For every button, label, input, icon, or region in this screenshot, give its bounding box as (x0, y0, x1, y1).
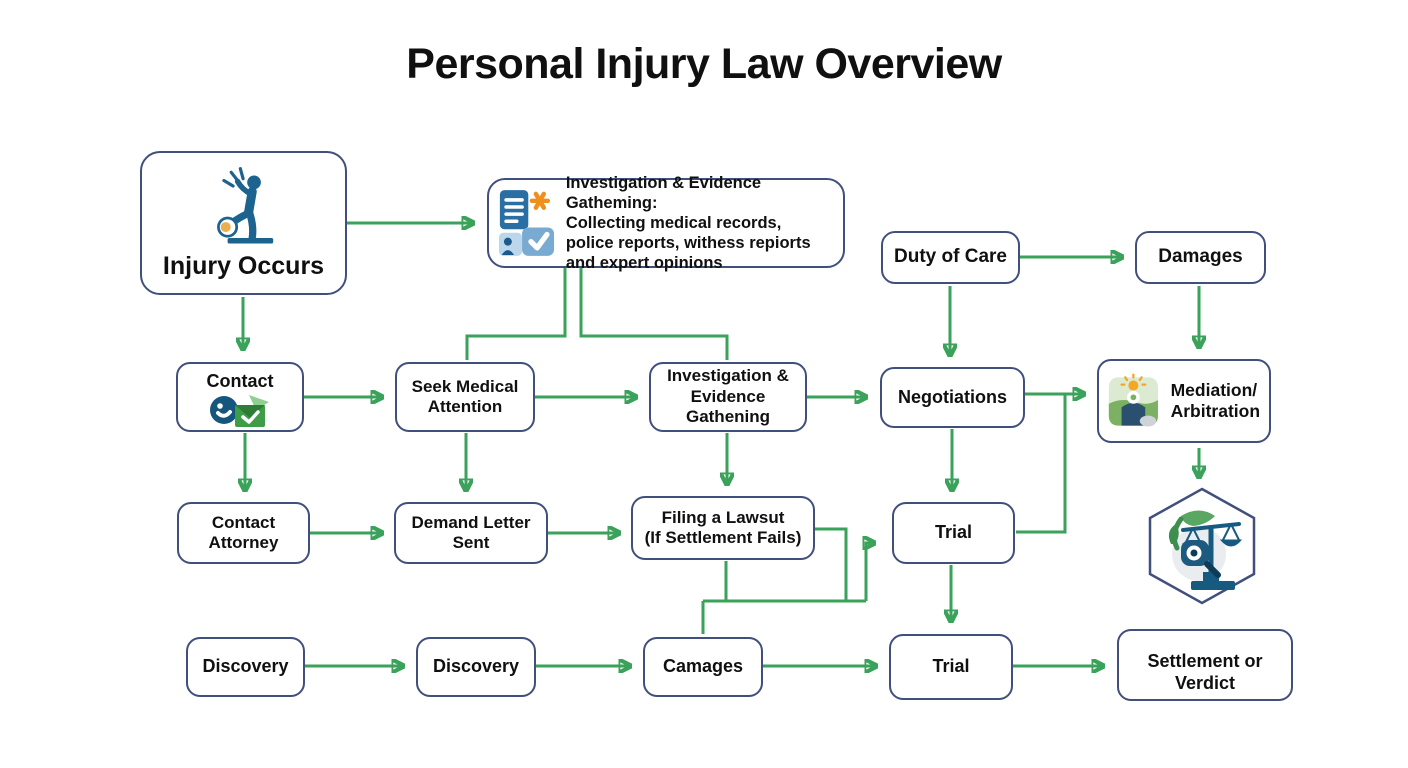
node-label: Camages (662, 656, 744, 677)
note-line: and expert opinions (565, 254, 723, 273)
node-label: Filing a Lawsut(If Settlement Fails) (644, 507, 802, 547)
node-filing-lawsuit: Filing a Lawsut(If Settlement Fails) (631, 496, 815, 560)
node-label: Duty of Care (894, 246, 1007, 268)
node-camages: Camages (643, 637, 763, 697)
node-mediation-arbitration: Mediation/Arbitration (1097, 359, 1271, 443)
node-label: Contact Attorney (208, 512, 279, 552)
node-negotiations: Negotiations (880, 367, 1025, 428)
connector (465, 268, 567, 360)
node-scales-hexagon (1147, 486, 1257, 611)
note-line: police reports, withess repiorts (565, 234, 811, 253)
node-label: Trial (932, 656, 970, 677)
scales-of-justice-icon (1148, 487, 1256, 605)
node-label: Contact (206, 371, 274, 392)
contact-icons (210, 394, 269, 427)
phone-icon (210, 395, 238, 424)
note-line: Collecting medical records, (565, 213, 782, 232)
node-label: Damages (1158, 246, 1243, 268)
node-contact-attorney: Contact Attorney (177, 502, 310, 564)
node-trial-mid: Trial (892, 502, 1015, 564)
envelope-icon (235, 394, 269, 427)
connector (1016, 395, 1067, 534)
connector (866, 543, 874, 601)
node-trial-bottom: Trial (889, 634, 1013, 700)
person-slipping-icon (216, 167, 273, 244)
node-label: Discovery (202, 656, 289, 677)
node-label: Demand Letter Sent (411, 512, 531, 552)
node-label: Investigation & Evidence Gathening (667, 366, 789, 427)
node-discovery-mid: Discovery (416, 637, 536, 697)
node-seek-medical: Seek Medical Attention (395, 362, 535, 432)
node-damages-top: Damages (1135, 231, 1266, 284)
node-discovery-left: Discovery (186, 637, 305, 697)
connector (579, 268, 729, 360)
node-contact: Contact (176, 362, 304, 432)
connector (815, 527, 848, 601)
note-text: Investigation & Evidence Gatheming: Coll… (566, 173, 833, 274)
node-label: Settlement or Verdict (1147, 651, 1263, 693)
node-label: Mediation/Arbitration (1170, 380, 1261, 421)
page-title: Personal Injury Law Overview (406, 40, 1002, 88)
node-investigation-note: Investigation & Evidence Gatheming: Coll… (487, 174, 845, 272)
node-label: Seek Medical Attention (411, 376, 519, 416)
starburst-icon (529, 191, 551, 210)
node-label: Injury Occurs (162, 252, 325, 280)
document-icon (499, 190, 529, 230)
node-injury-occurs: Injury Occurs (140, 151, 347, 295)
node-label: Discovery (432, 656, 520, 677)
evidence-icons (499, 190, 555, 256)
node-label: Trial (934, 522, 973, 543)
node-demand-letter: Demand Letter Sent (394, 502, 548, 564)
node-settlement: Settlement or Verdict (1117, 629, 1293, 701)
checkmark-icon (522, 227, 555, 256)
node-label: Negotiations (897, 386, 1007, 407)
node-investigation: Investigation & Evidence Gathening (649, 362, 807, 432)
mediator-icon (1108, 373, 1158, 427)
note-heading: Investigation & Evidence Gatheming: (565, 173, 762, 212)
node-duty-of-care: Duty of Care (881, 231, 1020, 284)
